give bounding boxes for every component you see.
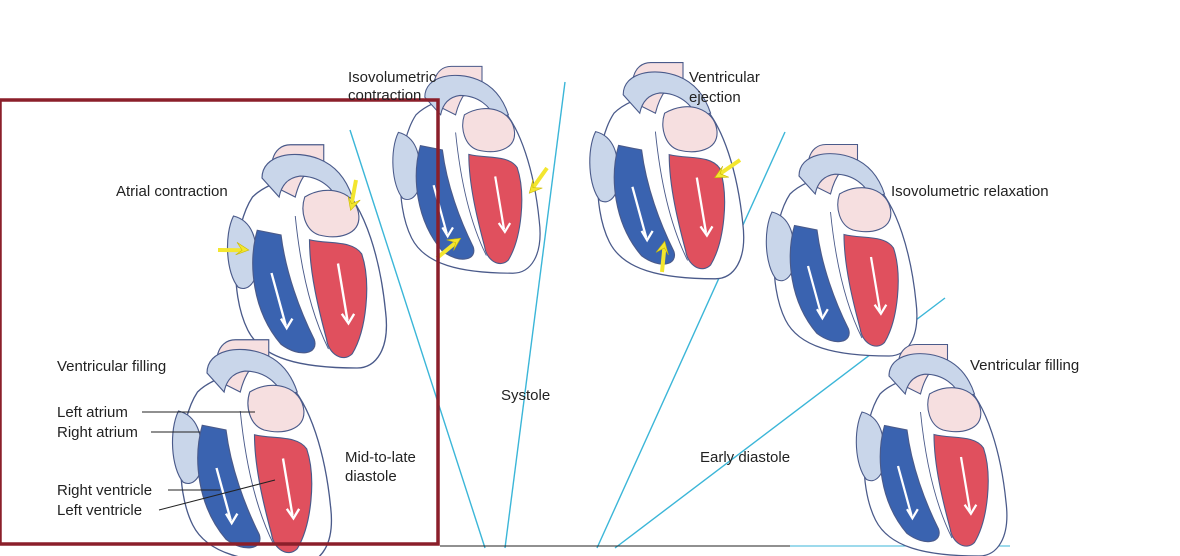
highlight-box	[0, 98, 440, 546]
heart-isovolumetric-relaxation	[765, 143, 918, 358]
label-mid-to-late-diastole-2: diastole	[345, 468, 397, 485]
heart-atrial-contraction	[226, 143, 388, 370]
label-ventricular-ejection-1: Ventricular	[689, 69, 760, 86]
label-isovolumetric-contraction-1: Isovolumetric	[348, 69, 437, 86]
label-early-diastole: Early diastole	[700, 449, 790, 466]
divider-line-1	[349, 129, 486, 549]
label-right-atrium: Right atrium	[57, 424, 138, 441]
heart-ventricular-filling-left	[171, 338, 333, 556]
label-left-atrium: Left atrium	[57, 404, 128, 421]
divider-line-3	[596, 131, 786, 549]
heart-ventricular-filling-right	[855, 343, 1008, 556]
label-systole: Systole	[501, 387, 550, 404]
label-ventricular-ejection-2: ejection	[689, 89, 741, 106]
label-right-ventricle: Right ventricle	[57, 482, 152, 499]
label-mid-to-late-diastole-1: Mid-to-late	[345, 449, 416, 466]
label-ventricular-filling-left: Ventricular filling	[57, 358, 166, 375]
label-isovolumetric-relaxation: Isovolumetric relaxation	[891, 183, 1049, 200]
label-atrial-contraction: Atrial contraction	[116, 183, 228, 200]
leader-left-ventricle	[158, 479, 276, 511]
label-left-ventricle: Left ventricle	[57, 502, 142, 519]
label-ventricular-filling-right: Ventricular filling	[970, 357, 1079, 374]
label-isovolumetric-contraction-2: contraction	[348, 87, 421, 104]
divider-line-2	[504, 81, 566, 549]
